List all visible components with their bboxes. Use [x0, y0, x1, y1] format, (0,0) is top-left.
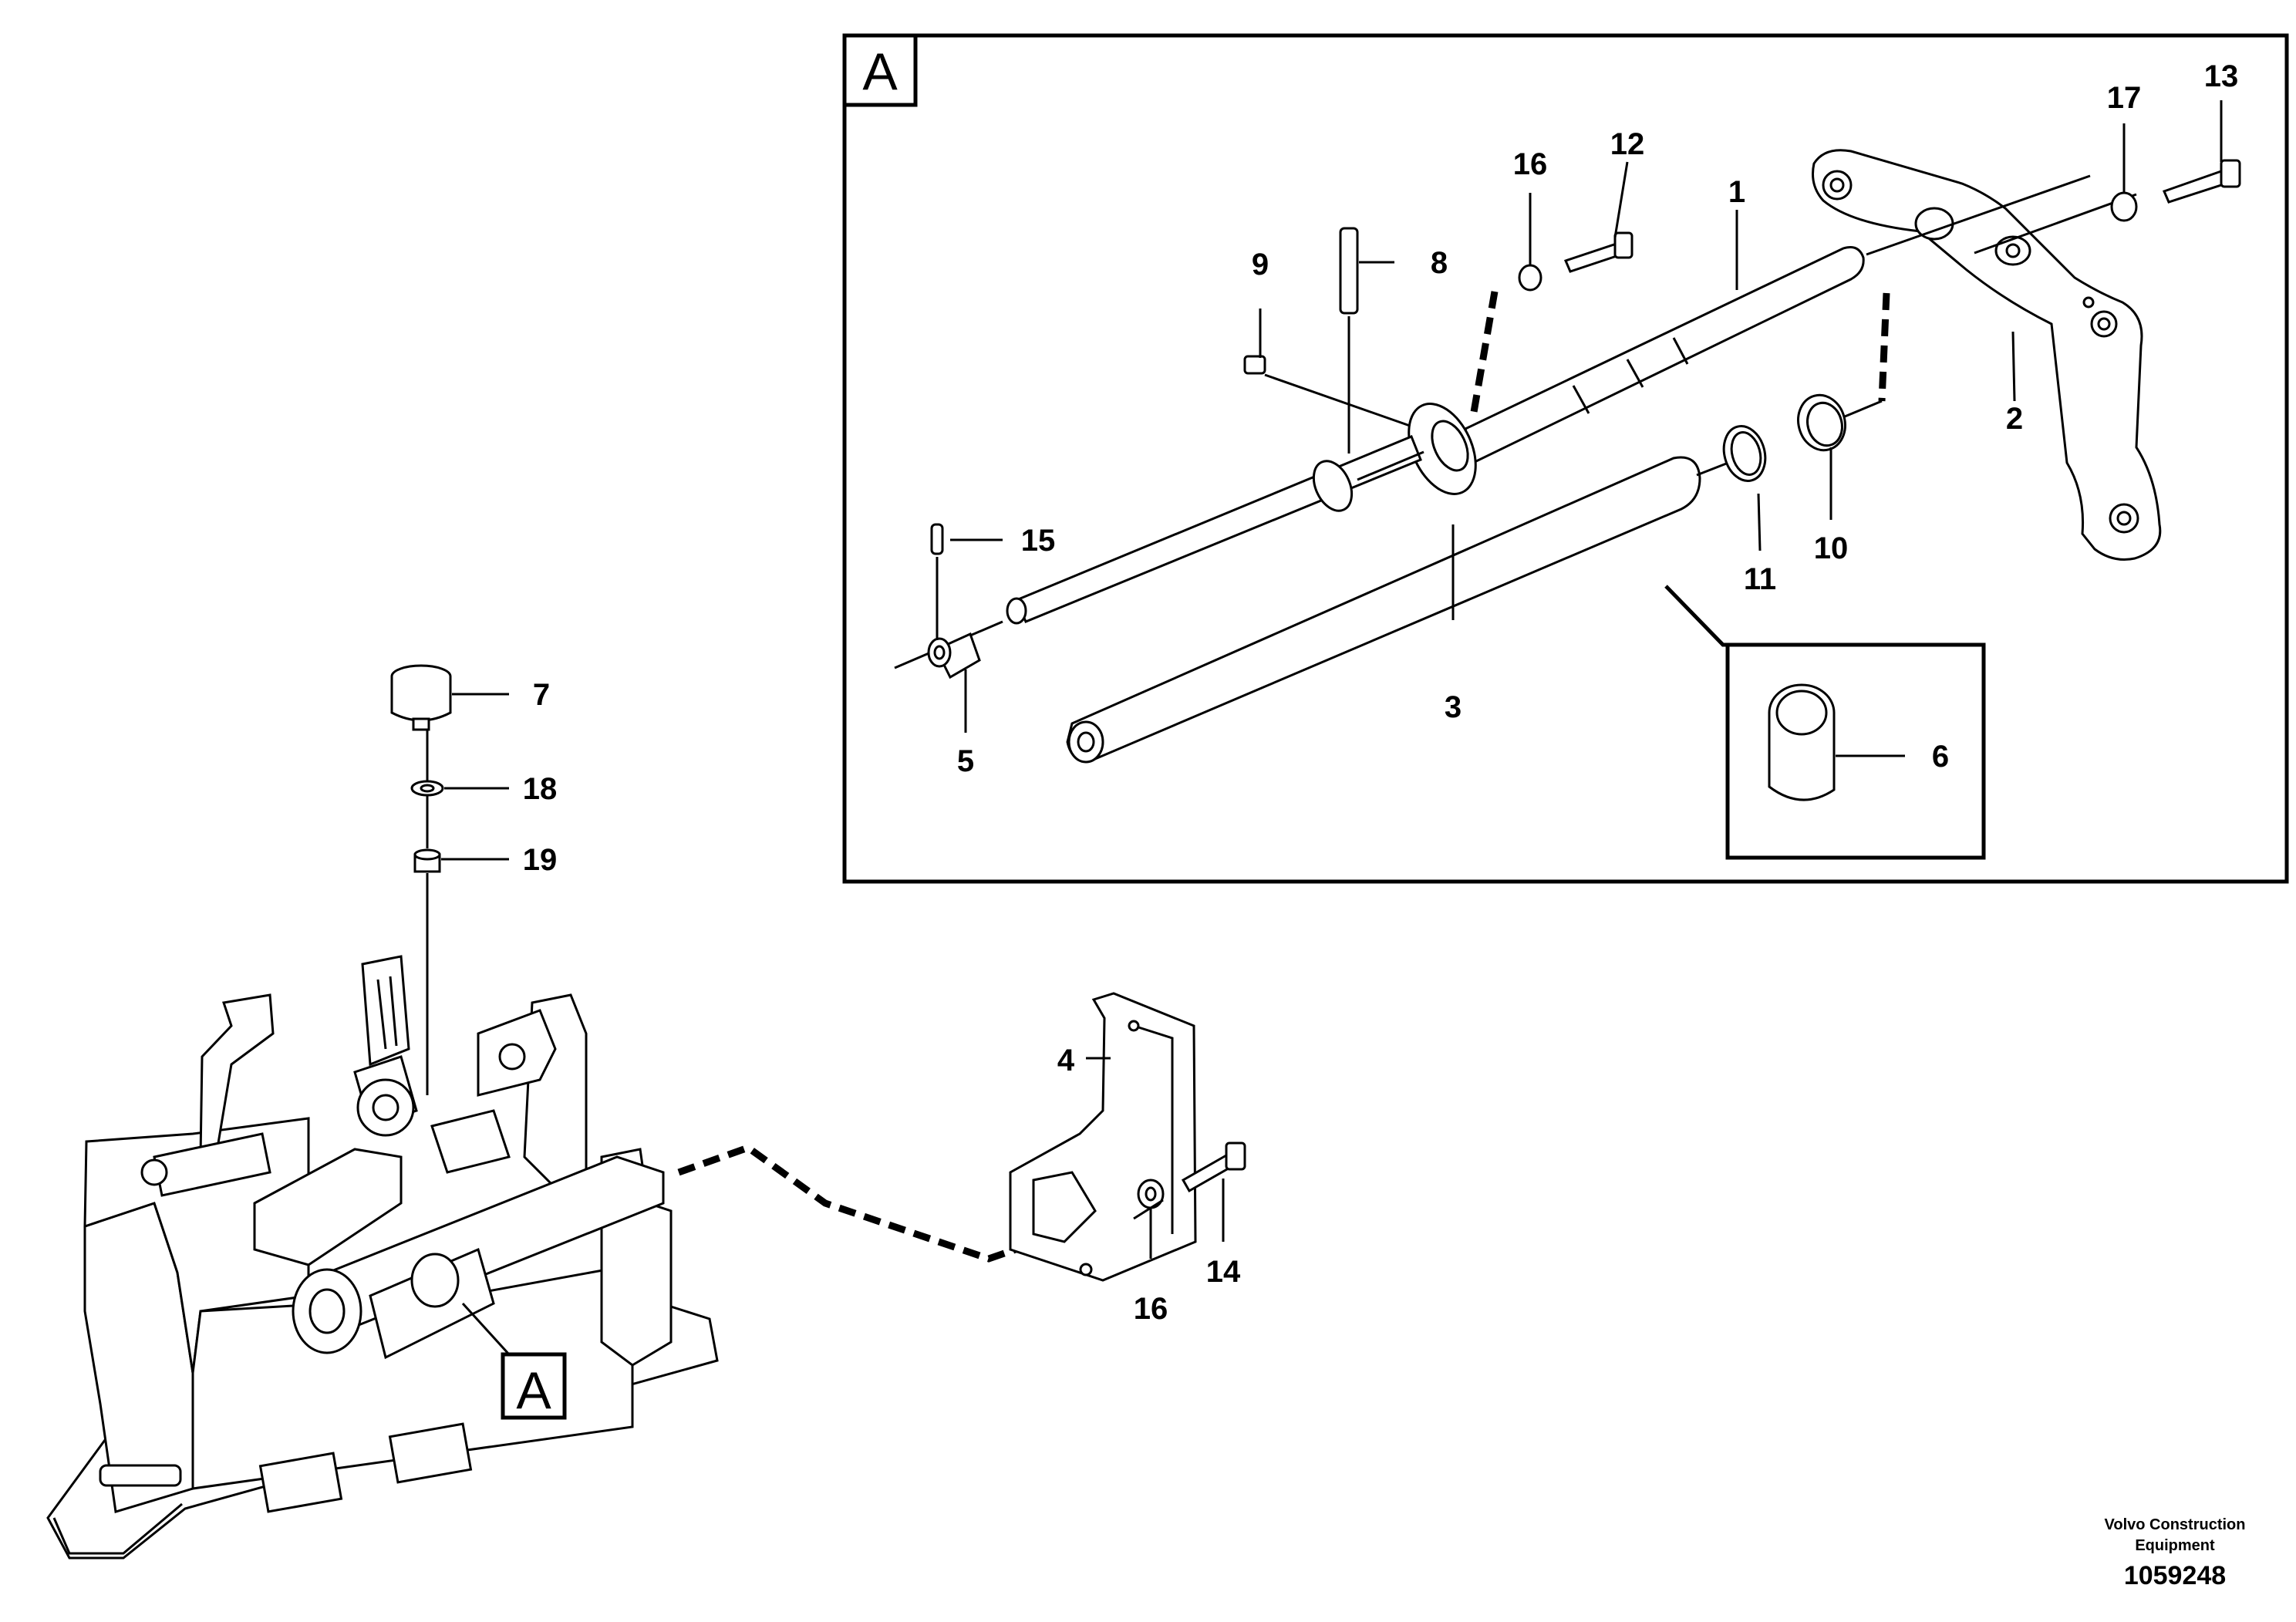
detail-label: A — [862, 42, 898, 101]
label-part-16-top: 16 — [1513, 147, 1548, 181]
brand-line-1: Volvo Construction — [2105, 1516, 2246, 1533]
bracket-4-group — [1009, 992, 1246, 1282]
label-part-14: 14 — [1206, 1255, 1241, 1289]
label-part-1: 1 — [1728, 175, 1745, 209]
detail-view-a: A — [842, 33, 2289, 884]
shaft — [1464, 246, 1865, 465]
screw-12 — [1563, 242, 1623, 273]
label-part-9: 9 — [1252, 248, 1269, 282]
brand-line-2: Equipment — [2135, 1537, 2215, 1554]
detail-frame — [842, 33, 2289, 884]
washer-17 — [2110, 191, 2138, 222]
tube — [1066, 456, 1701, 762]
sleeve — [1339, 227, 1359, 315]
assembly-path-12 — [1469, 291, 1499, 417]
footer: Volvo Construction Equipment 1059248 — [2105, 1516, 2246, 1590]
label-part-6: 6 — [1932, 740, 1949, 774]
label-part-18: 18 — [523, 772, 558, 806]
callout-label: A — [516, 1361, 551, 1420]
assembly-path-2 — [1878, 292, 1890, 402]
label-part-5: 5 — [957, 744, 974, 778]
label-part-8: 8 — [1431, 246, 1448, 280]
label-part-10: 10 — [1814, 531, 1849, 565]
label-part-19: 19 — [523, 843, 558, 877]
label-part-11: 11 — [1744, 562, 1776, 596]
label-part-17: 17 — [2107, 81, 2142, 115]
screw-13 — [2162, 170, 2227, 204]
label-part-7: 7 — [533, 678, 550, 712]
callout-box — [501, 1352, 567, 1420]
label-part-12: 12 — [1610, 127, 1645, 161]
bracket-plate — [1812, 149, 2162, 561]
rod — [1015, 435, 1422, 623]
label-part-15: 15 — [1021, 524, 1056, 558]
detail-label-box — [842, 33, 918, 107]
inset-bushing-6 — [1664, 585, 1986, 860]
part-labels: 1 2 3 4 5 6 7 8 9 10 11 12 13 14 15 16 1… — [523, 59, 2239, 1326]
grease-nipple — [1243, 355, 1266, 375]
drawing-number: 1059248 — [2124, 1561, 2226, 1590]
label-part-3: 3 — [1445, 690, 1462, 724]
quadrant-plate — [361, 955, 410, 1067]
label-part-16-bottom: 16 — [1134, 1292, 1168, 1326]
label-part-13: 13 — [2204, 59, 2239, 93]
label-part-4: 4 — [1057, 1044, 1075, 1077]
pin — [930, 523, 944, 555]
label-part-2: 2 — [2006, 402, 2023, 436]
washer-16-top — [1518, 264, 1542, 292]
main-assembly: A — [46, 664, 1075, 1560]
